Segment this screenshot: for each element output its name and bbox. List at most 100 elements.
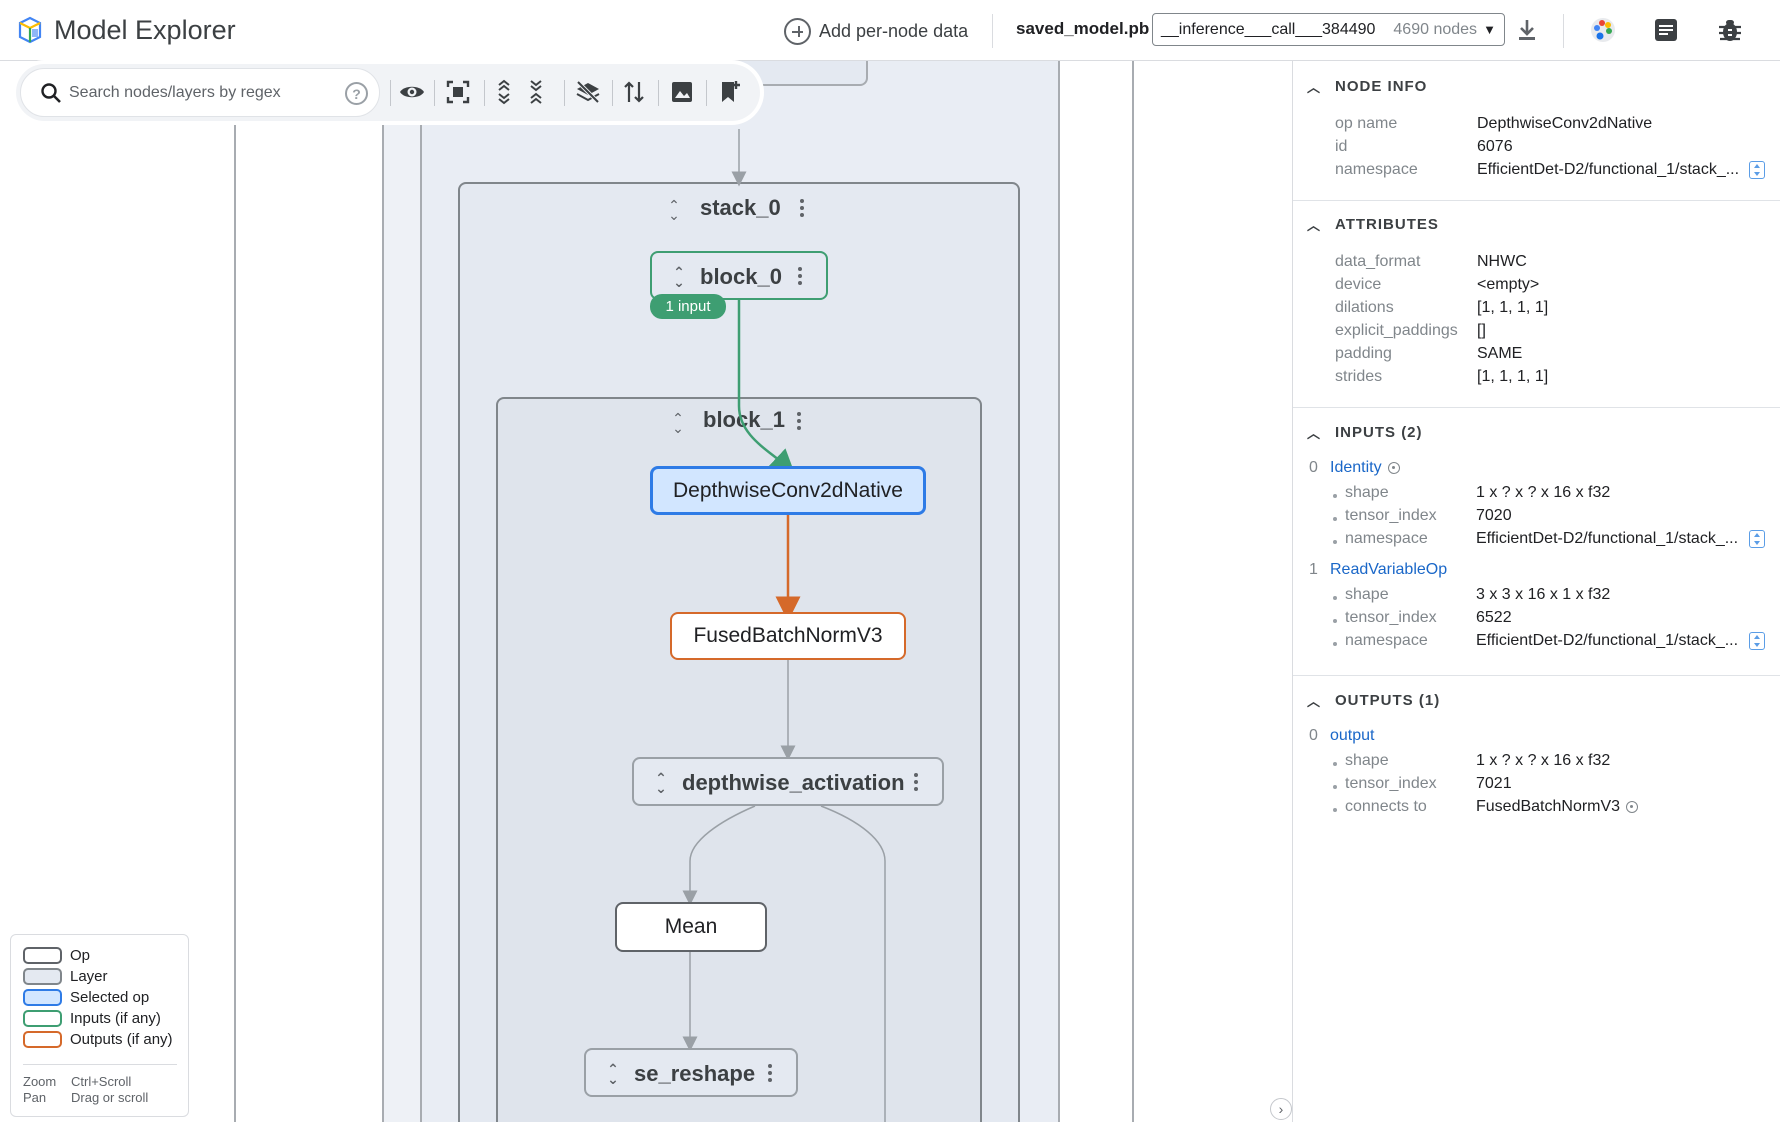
more-vert-icon[interactable] [768,1064,772,1082]
collapse-icon[interactable]: ⌃⌄ [667,200,681,220]
help-icon[interactable]: ? [345,82,368,105]
legend-label: Layer [70,968,108,985]
layer-depthwise-activation[interactable]: ⌃⌄ depthwise_activation [632,757,944,806]
graph-toolbar: ? [16,64,760,121]
toolbar-divider [434,80,435,106]
output-name: output [1330,727,1374,745]
search-box[interactable]: ? [20,68,380,117]
input-key: namespace [1345,632,1428,650]
more-vert-icon[interactable] [798,267,802,285]
expand-icon[interactable]: ⌃⌄ [654,773,668,793]
more-vert-icon[interactable] [797,412,801,430]
graph-selector[interactable]: __inference___call___384490 4690 nodes ▼ [1152,13,1505,46]
layer-title-block-0: block_0 [700,264,782,290]
legend-swatch [23,947,62,964]
palette-icon[interactable] [1588,15,1618,45]
fit-to-screen-icon[interactable] [444,78,472,106]
info-side-panel: ︿ NODE INFO op name DepthwiseConv2dNativ… [1292,61,1780,1122]
locate-icon[interactable] [1388,462,1400,474]
output-key: connects to [1345,798,1427,816]
legend-swatch [23,989,62,1006]
legend-item: Layer [23,968,108,985]
chevron-up-icon: ︿ [1307,77,1321,96]
more-vert-icon[interactable] [800,199,804,217]
layer-boundary [1132,61,1134,1122]
legend-item: Selected op [23,989,149,1006]
section-outputs[interactable]: ︿ OUTPUTS (1) [1307,691,1440,710]
attr-key: device [1335,276,1381,294]
legend-label: Op [70,947,90,964]
download-icon[interactable] [1512,15,1542,45]
node-output-op[interactable]: FusedBatchNormV3 [670,612,906,660]
bullet [1333,762,1337,766]
visibility-icon[interactable] [398,78,426,106]
attr-key: strides [1335,368,1382,386]
expand-icon[interactable]: ⌃⌄ [606,1064,620,1084]
input-value: 6522 [1476,609,1512,627]
search-input[interactable] [69,81,339,105]
input-name: ReadVariableOp [1330,561,1447,579]
legend-item: Inputs (if any) [23,1010,161,1027]
toolbar-divider [612,80,613,106]
section-inputs[interactable]: ︿ INPUTS (2) [1307,423,1423,442]
legend-label: Selected op [70,989,149,1006]
add-circle-icon [784,18,811,45]
input-key: shape [1345,586,1389,604]
legend-item: Outputs (if any) [23,1031,173,1048]
dropdown-caret-icon: ▼ [1483,22,1496,37]
input-link-identity[interactable]: Identity [1330,459,1400,477]
output-connects-to: FusedBatchNormV3 [1476,798,1638,816]
layer-se-reshape[interactable]: ⌃⌄ se_reshape [584,1048,798,1097]
model-file-name: saved_model.pb [1016,19,1149,39]
section-title: NODE INFO [1335,78,1427,95]
node-selected-op[interactable]: DepthwiseConv2dNative [650,466,926,515]
attr-key: dilations [1335,299,1394,317]
toolbar-divider [706,80,707,106]
collapse-all-icon[interactable] [522,78,550,106]
chevron-up-icon: ︿ [1307,215,1321,234]
legend-help-row: Pan Drag or scroll [23,1090,46,1105]
section-node-info[interactable]: ︿ NODE INFO [1307,77,1427,96]
bullet [1333,808,1337,812]
layer-title-stack-0: stack_0 [700,195,781,221]
bullet [1333,785,1337,789]
image-export-icon[interactable] [668,78,696,106]
bookmark-add-icon[interactable] [716,78,744,106]
notes-icon[interactable] [1651,15,1681,45]
attr-value: <empty> [1477,276,1539,294]
expand-namespace-icon[interactable] [1749,530,1765,548]
input-value: EfficientDet-D2/functional_1/stack_... [1476,530,1738,548]
input-link-readvariableop[interactable]: ReadVariableOp [1330,561,1447,579]
node-mean[interactable]: Mean [615,902,767,952]
info-key: op name [1335,115,1397,133]
expand-namespace-icon[interactable] [1749,161,1765,179]
output-link[interactable]: output [1330,727,1374,745]
section-divider [1293,675,1780,676]
hide-layers-icon[interactable] [574,78,602,106]
add-per-node-data-button[interactable]: Add per-node data [784,17,968,45]
bullet [1333,517,1337,521]
collapse-icon[interactable]: ⌃⌄ [671,413,685,433]
side-panel-toggle-icon[interactable]: › [1270,1098,1292,1120]
expand-icon[interactable]: ⌃⌄ [672,267,686,287]
legend-label: Outputs (if any) [70,1031,173,1048]
toolbar-divider [484,80,485,106]
input-value: EfficientDet-D2/functional_1/stack_... [1476,632,1738,650]
expand-all-icon[interactable] [490,78,518,106]
expand-namespace-icon[interactable] [1749,632,1765,650]
swap-vert-icon[interactable] [620,78,648,106]
layer-title-se-reshape: se_reshape [634,1061,755,1087]
more-vert-icon[interactable] [914,773,918,791]
input-index: 0 [1309,459,1318,477]
layer-boundary [234,61,236,1122]
layer-title-depthwise-activation: depthwise_activation [682,770,905,796]
bullet [1333,619,1337,623]
section-attributes[interactable]: ︿ ATTRIBUTES [1307,215,1439,234]
layer-block-0[interactable]: ⌃⌄ block_0 [650,251,828,300]
bug-icon[interactable] [1715,15,1745,45]
legend-divider [23,1064,177,1065]
input-value: 3 x 3 x 16 x 1 x f32 [1476,586,1610,604]
graph-canvas[interactable]: ⌃⌄ stack_0 ⌃⌄ block_1 ⌃⌄ block_0 1 input… [0,61,1292,1122]
locate-icon[interactable] [1626,801,1638,813]
input-key: tensor_index [1345,507,1437,525]
